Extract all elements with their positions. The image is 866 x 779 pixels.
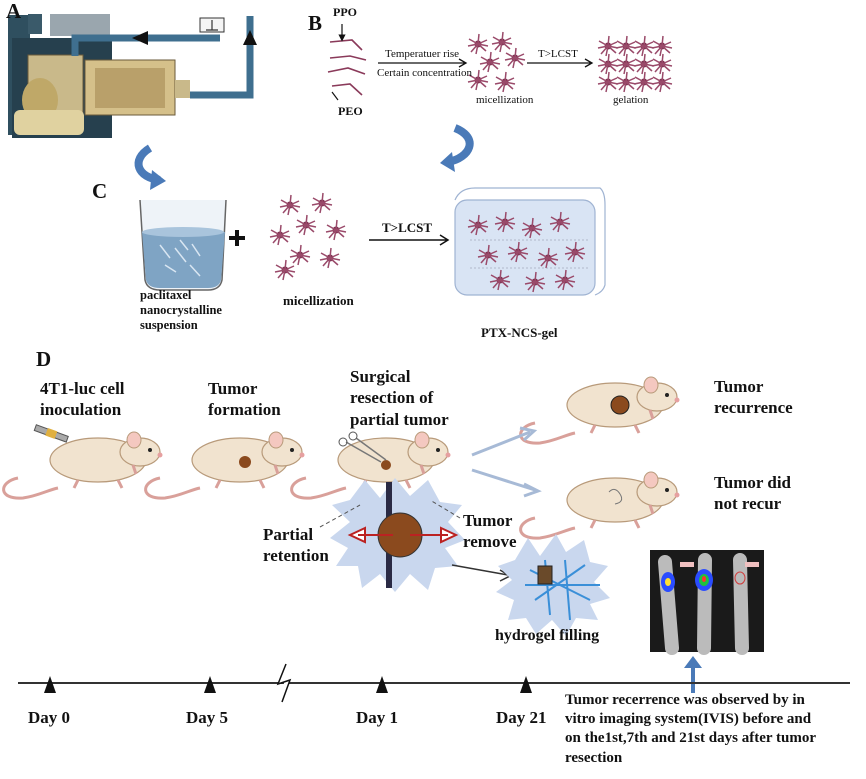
curved-arrow-left-head — [150, 170, 166, 190]
micelle-cluster-b — [467, 31, 526, 93]
timeline-break-icon — [276, 663, 292, 703]
curved-arrow-right — [446, 124, 474, 166]
suspension-label: paclitaxel nanocrystalline suspension — [140, 288, 222, 332]
retention-pointer — [319, 504, 361, 528]
remove-arrow — [410, 526, 459, 544]
c-arrow-label: T>LCST — [382, 220, 433, 235]
product-label: PTX-NCS-gel — [481, 325, 558, 340]
homogenizer-apparatus — [8, 14, 257, 138]
mouse-tumor-formation — [144, 430, 306, 500]
c-micellization-label: micellization — [283, 293, 354, 308]
panel-label-b: B — [308, 11, 323, 35]
no-recur-label: Tumor did not recur — [714, 473, 792, 514]
b-step1-top-label: Temperatuer rise — [385, 48, 460, 60]
panel-label-d: D — [36, 347, 52, 371]
tumor-remove-label: Tumor remove — [463, 511, 517, 552]
outcome-arrow-down — [471, 468, 542, 498]
remove-pointer — [429, 499, 461, 519]
partial-retention-label: Partial retention — [263, 525, 329, 566]
polymer-chains — [327, 39, 367, 96]
formation-label: Tumor formation — [208, 379, 281, 420]
b-step2-arrow — [527, 58, 594, 68]
tick-day0 — [44, 676, 56, 693]
gel-network-b — [597, 35, 673, 93]
panel-label-a: A — [6, 0, 22, 23]
ppo-label: PPO — [333, 5, 357, 19]
outcome-arrow-up — [471, 426, 538, 457]
peo-label: PEO — [338, 104, 363, 118]
tick-day1 — [376, 676, 388, 693]
mouse-inoculation — [2, 424, 164, 500]
plus-sign — [229, 230, 245, 246]
mouse-resection — [290, 430, 452, 500]
hydrogel-box — [454, 187, 606, 296]
b-gelation-label: gelation — [613, 94, 649, 106]
mouse-no-recurrence — [519, 470, 681, 540]
tick-day21 — [520, 676, 532, 693]
mouse-recurrence — [519, 375, 681, 445]
curved-arrow-right-head — [440, 152, 455, 172]
ivis-note: Tumor recerrence was observed by in vitr… — [565, 692, 816, 766]
day0-label: Day 0 — [28, 708, 71, 727]
day5-label: Day 5 — [186, 708, 229, 727]
day1-label: Day 1 — [356, 708, 399, 727]
peo-pointer-arrow — [331, 91, 339, 101]
panel-label-c: C — [92, 179, 108, 203]
ivis-image — [650, 550, 764, 655]
ivis-arrow — [684, 656, 702, 693]
inoculation-label: 4T1-luc cell inoculation — [40, 379, 125, 420]
hydrogel-filled-tissue — [496, 534, 610, 636]
b-step1-bottom-label: Certain concentration — [377, 67, 472, 79]
retention-arrow — [347, 526, 393, 544]
micelle-cluster-c — [269, 192, 347, 281]
hydrogel-filling-label: hydrogel filling — [495, 627, 600, 644]
b-step2-label: T>LCST — [538, 48, 578, 60]
c-arrow — [369, 234, 450, 246]
b-step1-arrow — [378, 58, 468, 68]
resection-label: Surgical resection of partial tumor — [350, 367, 449, 429]
b-micellization-label: micellization — [476, 94, 534, 106]
day21-label: Day 21 — [496, 708, 547, 727]
recurrence-label: Tumor recurrence — [714, 377, 793, 418]
beaker — [139, 199, 227, 291]
tick-day5 — [204, 676, 216, 693]
